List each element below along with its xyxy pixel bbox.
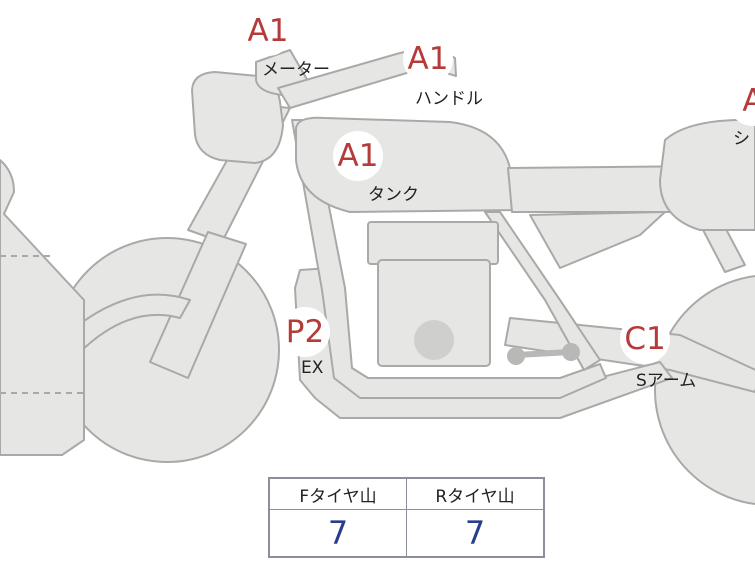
rear-tire-header: Rタイヤ山 xyxy=(406,477,545,510)
part-label-handlebar: ハンドル xyxy=(415,89,483,109)
front-tire-value: 7 xyxy=(268,509,407,558)
front-tire-header: Fタイヤ山 xyxy=(268,477,407,510)
grade-badge-meter: A1 xyxy=(243,6,293,56)
rear-tire-value: 7 xyxy=(406,509,545,558)
tire-tread-table: Fタイヤ山 Rタイヤ山 7 7 xyxy=(268,477,545,558)
grade-badge-exhaust: P2 xyxy=(280,307,330,357)
part-label-seat: シ xyxy=(733,129,750,149)
tire-tread-value-row: 7 7 xyxy=(268,509,545,558)
part-label-exhaust: EX xyxy=(301,358,324,378)
grade-badge-swingarm: C1 xyxy=(620,314,670,364)
part-label-tank: タンク xyxy=(368,185,419,205)
grade-badge-handlebar: A1 xyxy=(403,34,453,84)
tire-tread-header-row: Fタイヤ山 Rタイヤ山 xyxy=(268,477,545,510)
part-label-swingarm: Sアーム xyxy=(636,371,697,391)
part-label-meter: メーター xyxy=(262,60,330,80)
grade-badge-tank: A1 xyxy=(333,131,383,181)
